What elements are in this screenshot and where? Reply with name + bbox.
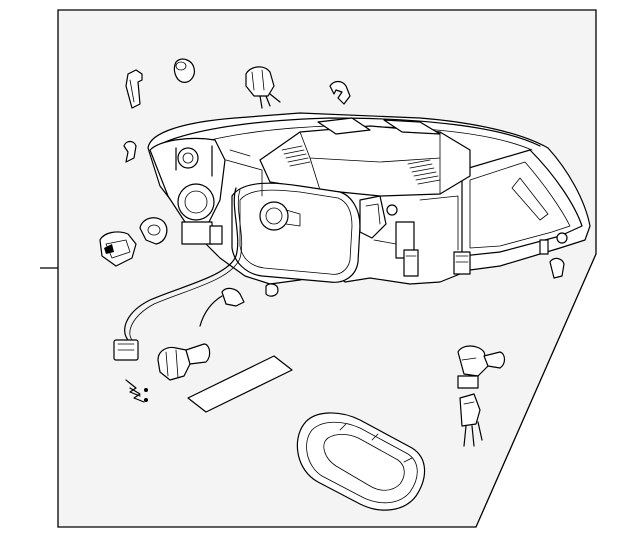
small-clip	[123, 140, 137, 163]
harness-connector	[113, 339, 139, 361]
capsule-bulb	[173, 58, 195, 83]
bulb-socket-with-wires	[245, 66, 281, 109]
right-socket	[457, 345, 506, 389]
gasket-strip	[187, 355, 293, 413]
halogen-bulb	[157, 343, 211, 381]
hook-clip	[329, 80, 351, 105]
spring-clips	[125, 379, 148, 403]
turn-signal-socket	[99, 231, 137, 267]
retaining-clip	[125, 69, 143, 109]
wire-harness	[124, 187, 239, 341]
mini-bulb	[265, 283, 279, 297]
sidemarker-bulb	[199, 287, 245, 327]
wedge-bulb	[139, 217, 168, 245]
lens-cover	[296, 412, 426, 511]
socket-with-leads	[459, 393, 483, 447]
headlamp-housing	[147, 112, 591, 285]
right-clip	[549, 257, 565, 279]
